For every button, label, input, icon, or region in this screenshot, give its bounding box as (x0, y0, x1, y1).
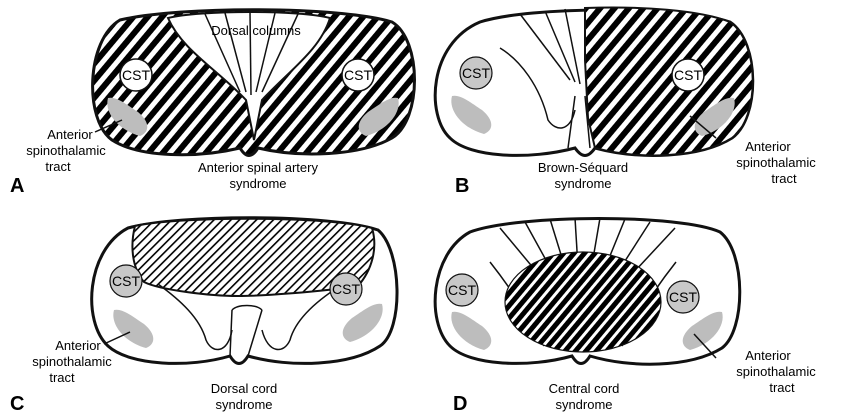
panel-a-tract-label-1: Anterior (47, 127, 93, 142)
panel-a: Dorsal columns CST CST Anterior spinotha… (10, 10, 415, 197)
panel-c-tract-label-1: Anterior (55, 338, 101, 353)
panel-d-tract-label-2: spinothalamic (736, 364, 816, 379)
panel-c-cst-left-label: CST (112, 273, 140, 289)
panel-b-hemicord-lesion (585, 8, 753, 156)
panel-a-tract-label-3: tract (45, 159, 71, 174)
panel-c-tract-label-3: tract (49, 370, 75, 385)
panel-c-cst-right-label: CST (332, 281, 360, 297)
panel-b: CST CST Anterior spinothalamic tract Bro… (435, 8, 816, 197)
panel-a-region-label: Dorsal columns (211, 23, 301, 38)
panel-b-letter: B (455, 175, 469, 197)
panel-d-central-lesion (505, 252, 661, 352)
panel-c: CST CST Anterior spinothalamic tract Dor… (10, 218, 397, 415)
panel-a-syndrome-1: Anterior spinal artery (198, 160, 318, 175)
panel-d-tract-label-3: tract (769, 380, 795, 395)
panel-d-cst-right-label: CST (669, 289, 697, 305)
panel-d-syndrome-1: Central cord (549, 381, 620, 396)
panel-a-cst-left-label: CST (122, 67, 150, 83)
panel-b-cst-right-label: CST (674, 67, 702, 83)
panel-d-cst-left-label: CST (448, 282, 476, 298)
panel-a-cst-right-label: CST (344, 67, 372, 83)
panel-c-tract-label-2: spinothalamic (32, 354, 112, 369)
panel-b-tract-label-2: spinothalamic (736, 155, 816, 170)
panel-b-syndrome-1: Brown-Séquard (538, 160, 628, 175)
panel-b-tract-label-3: tract (771, 171, 797, 186)
panel-b-tract-label-1: Anterior (745, 139, 791, 154)
panel-d: CST CST Anterior spinothalamic tract Cen… (435, 218, 816, 415)
panel-a-letter: A (10, 175, 24, 197)
panel-c-letter: C (10, 393, 24, 415)
panel-d-tract-label-1: Anterior (745, 348, 791, 363)
panel-d-syndrome-2: syndrome (555, 397, 612, 412)
panel-a-syndrome-2: syndrome (229, 176, 286, 191)
panel-c-syndrome-1: Dorsal cord (211, 381, 277, 396)
panel-d-letter: D (453, 393, 467, 415)
panel-a-tract-label-2: spinothalamic (26, 143, 106, 158)
panel-c-syndrome-2: syndrome (215, 397, 272, 412)
panel-b-cst-left-label: CST (462, 65, 490, 81)
panel-b-syndrome-2: syndrome (554, 176, 611, 191)
